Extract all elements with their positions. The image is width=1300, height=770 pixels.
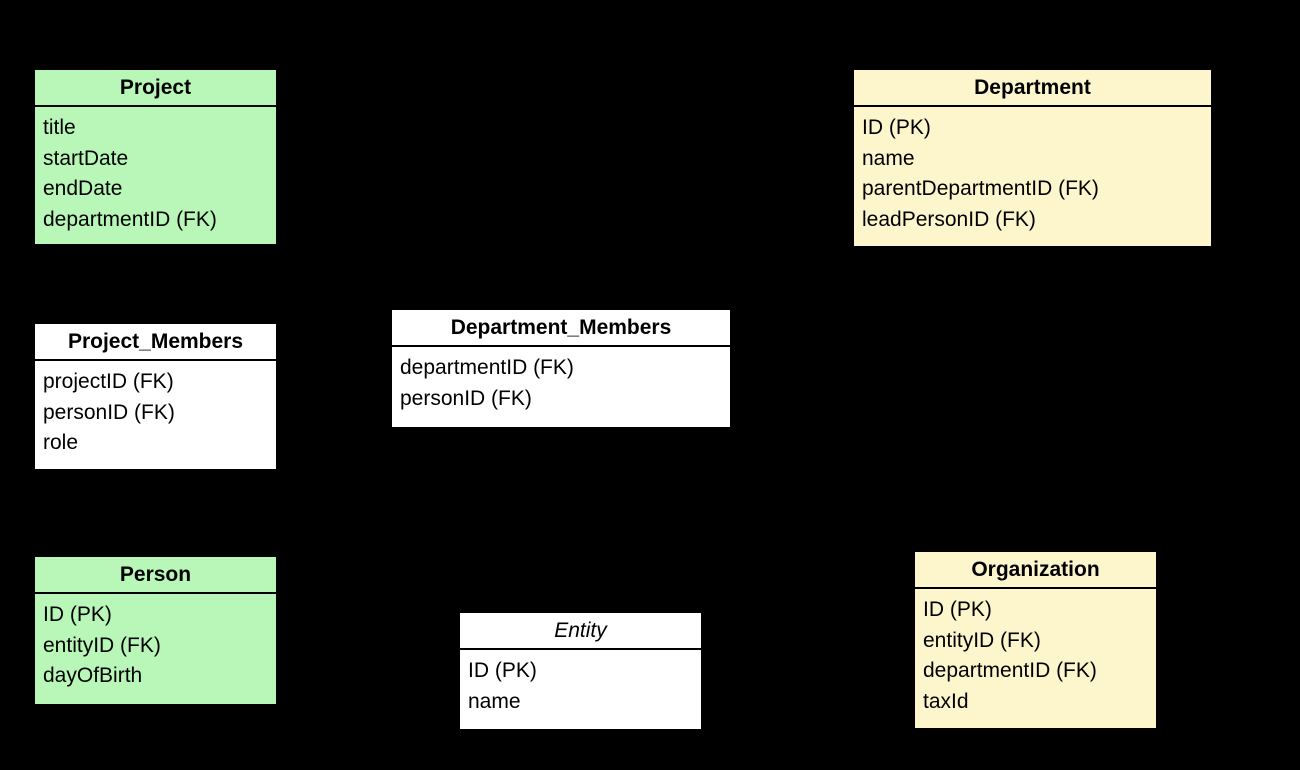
field-row: departmentID (FK): [923, 659, 1097, 682]
table-node-entity[interactable]: Entity ID (PK) name: [458, 611, 703, 731]
field-row: departmentID (FK): [400, 356, 574, 379]
field-row: dayOfBirth: [43, 664, 143, 687]
table-title-entity: Entity: [460, 613, 701, 650]
field-row: endDate: [43, 177, 123, 200]
field-row: name: [468, 689, 521, 713]
field-row: leadPersonID (FK): [862, 207, 1036, 231]
table-node-department[interactable]: Department ID (PK) name parentDepartment…: [852, 68, 1213, 248]
table-node-department-members[interactable]: Department_Members departmentID (FK) per…: [390, 308, 732, 429]
table-fields-department: ID (PK) name parentDepartmentID (FK) lea…: [854, 107, 1211, 246]
field-row: ID (PK): [862, 116, 931, 139]
table-title-organization: Organization: [915, 552, 1156, 589]
table-node-person[interactable]: Person ID (PK) entityID (FK) dayOfBirth: [33, 555, 278, 706]
table-title-department-members: Department_Members: [392, 310, 730, 347]
field-row: departmentID (FK): [43, 207, 217, 231]
field-row: taxId: [923, 689, 969, 713]
field-row: personID (FK): [43, 400, 175, 424]
table-fields-department-members: departmentID (FK) personID (FK): [392, 347, 730, 427]
field-row: ID (PK): [923, 598, 992, 621]
field-row: ID (PK): [43, 603, 112, 626]
table-fields-person: ID (PK) entityID (FK) dayOfBirth: [35, 594, 276, 704]
field-row: entityID (FK): [43, 633, 161, 657]
table-fields-project: title startDate endDate departmentID (FK…: [35, 107, 276, 244]
field-row: ID (PK): [468, 659, 537, 682]
field-row: projectID (FK): [43, 370, 174, 393]
table-fields-entity: ID (PK) name: [460, 650, 701, 729]
table-node-organization[interactable]: Organization ID (PK) entityID (FK) depar…: [913, 550, 1158, 730]
table-node-project-members[interactable]: Project_Members projectID (FK) personID …: [33, 322, 278, 471]
field-row: entityID (FK): [923, 628, 1041, 652]
field-row: title: [43, 116, 76, 139]
field-row: role: [43, 431, 79, 454]
table-title-project: Project: [35, 70, 276, 107]
table-fields-project-members: projectID (FK) personID (FK) role: [35, 361, 276, 469]
table-title-department: Department: [854, 70, 1211, 107]
field-row: parentDepartmentID (FK): [862, 177, 1099, 200]
field-row: personID (FK): [400, 386, 532, 410]
table-node-project[interactable]: Project title startDate endDate departme…: [33, 68, 278, 246]
table-fields-organization: ID (PK) entityID (FK) departmentID (FK) …: [915, 589, 1156, 728]
field-row: name: [862, 146, 915, 170]
table-title-project-members: Project_Members: [35, 324, 276, 361]
table-title-person: Person: [35, 557, 276, 594]
field-row: startDate: [43, 146, 129, 170]
